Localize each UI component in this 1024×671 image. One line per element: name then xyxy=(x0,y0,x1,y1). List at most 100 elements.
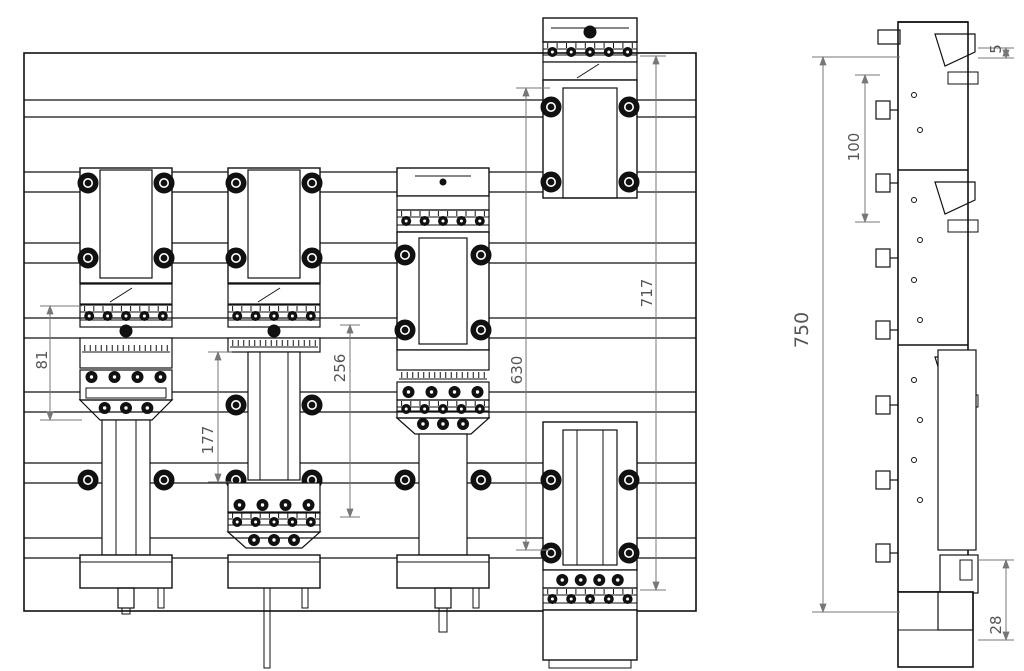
dimension-arrow xyxy=(214,473,222,484)
vise-module-1 xyxy=(77,167,175,615)
bolt-head xyxy=(77,172,99,194)
dimension-label-100: 100 xyxy=(845,133,863,162)
jaw-clamp-dot-core xyxy=(569,49,574,55)
dimension-label-717: 717 xyxy=(638,279,656,308)
bolt-head xyxy=(301,172,323,194)
center-screw xyxy=(119,324,133,338)
bolt-head xyxy=(153,469,175,491)
side-hole xyxy=(917,497,923,503)
module-mid xyxy=(79,337,173,369)
bolt-center xyxy=(401,251,409,259)
screw-core xyxy=(440,421,446,427)
label-slash xyxy=(576,63,600,79)
module-long-shaft xyxy=(263,587,271,669)
side-top-tab xyxy=(877,29,901,45)
bolt-center xyxy=(160,254,168,262)
screw-core xyxy=(251,537,257,543)
jaw-clamp-dot-core xyxy=(606,596,611,602)
module-taper xyxy=(395,417,491,435)
bolt-center xyxy=(308,254,316,262)
jaw-block xyxy=(542,587,638,611)
lower-jaw-bar xyxy=(85,387,167,399)
dimension-arrow xyxy=(346,508,354,519)
side-bolt-head xyxy=(875,395,891,415)
jaw-clamp-dot-core xyxy=(625,49,630,55)
side-pin xyxy=(301,587,309,609)
side-hole xyxy=(911,377,917,383)
module-window xyxy=(99,169,153,279)
bolt-head xyxy=(225,172,247,194)
module-label-strip xyxy=(542,61,638,81)
bolt-center xyxy=(547,476,555,484)
dimension-arrow xyxy=(819,603,827,614)
jaw-clamp-dot-core xyxy=(625,596,630,602)
screw-core xyxy=(291,537,297,543)
module-taper xyxy=(78,399,174,421)
screw-core xyxy=(112,374,117,380)
jaw-clamp-dot-core xyxy=(422,218,427,224)
module-mid xyxy=(227,337,321,353)
module-window xyxy=(247,169,301,279)
module-base xyxy=(542,609,638,661)
jaw-block xyxy=(79,304,173,328)
spindle-tip xyxy=(438,607,448,633)
side-bolt-head xyxy=(875,320,891,340)
bolt-center xyxy=(160,179,168,187)
side-pin xyxy=(157,587,165,609)
bolt-center xyxy=(232,254,240,262)
dimension-label-177: 177 xyxy=(199,426,217,455)
screw-core xyxy=(596,577,602,583)
dimension-arrow xyxy=(861,73,869,84)
bolt-head xyxy=(77,247,99,269)
screw-core xyxy=(283,502,288,508)
bolt-center xyxy=(160,476,168,484)
screw-core xyxy=(420,421,426,427)
jaw-clamp-dot-core xyxy=(123,313,129,319)
dimension-lines xyxy=(40,46,1014,642)
bolt-head xyxy=(540,542,562,564)
plate-outline xyxy=(23,52,697,612)
screw-core xyxy=(89,374,94,380)
jaw-clamp-dot-core xyxy=(105,313,110,319)
bolt-head xyxy=(225,247,247,269)
jaw-clamp-dot-core xyxy=(550,49,555,55)
jaw-clamp-dot-core xyxy=(404,406,409,412)
side-bolt-head xyxy=(875,100,891,120)
jaw-clamp-dot-core xyxy=(142,313,147,319)
jaw-block xyxy=(227,511,321,533)
module-base xyxy=(396,554,490,589)
dimension-label-256: 256 xyxy=(331,354,349,383)
bolt-head xyxy=(153,247,175,269)
bolt-center xyxy=(547,549,555,557)
jaw-clamp-dot-core xyxy=(440,406,446,412)
screw-core xyxy=(123,405,129,411)
bolt-head xyxy=(618,542,640,564)
bolt-head xyxy=(394,319,416,341)
side-hole xyxy=(911,197,917,203)
label-slash xyxy=(109,287,133,303)
module-rail-body xyxy=(247,351,301,481)
bolt-center xyxy=(84,254,92,262)
label-slash xyxy=(257,287,281,303)
jaw-block xyxy=(396,399,490,419)
bolt-center xyxy=(477,326,485,334)
screw-core xyxy=(475,389,480,395)
jaw-clamp-dot-core xyxy=(606,49,611,55)
bolt-center xyxy=(625,178,633,186)
bolt-center xyxy=(308,401,316,409)
side-hole xyxy=(917,317,923,323)
jaw-block xyxy=(227,304,321,328)
dimension-label-28: 28 xyxy=(987,615,1005,634)
dimension-arrow xyxy=(522,541,530,552)
cap-dot xyxy=(439,178,447,186)
center-screw xyxy=(267,324,281,338)
side-jaw-block xyxy=(947,219,979,233)
side-jaw-block xyxy=(947,71,979,85)
screw-core xyxy=(135,374,140,380)
module-base-foot xyxy=(548,659,632,669)
jaw-clamp-dot-core xyxy=(477,218,482,224)
dimension-arrow xyxy=(1002,631,1010,642)
jaw-clamp-dot-core xyxy=(459,406,464,412)
side-view-body xyxy=(875,21,979,668)
bolt-head xyxy=(540,96,562,118)
